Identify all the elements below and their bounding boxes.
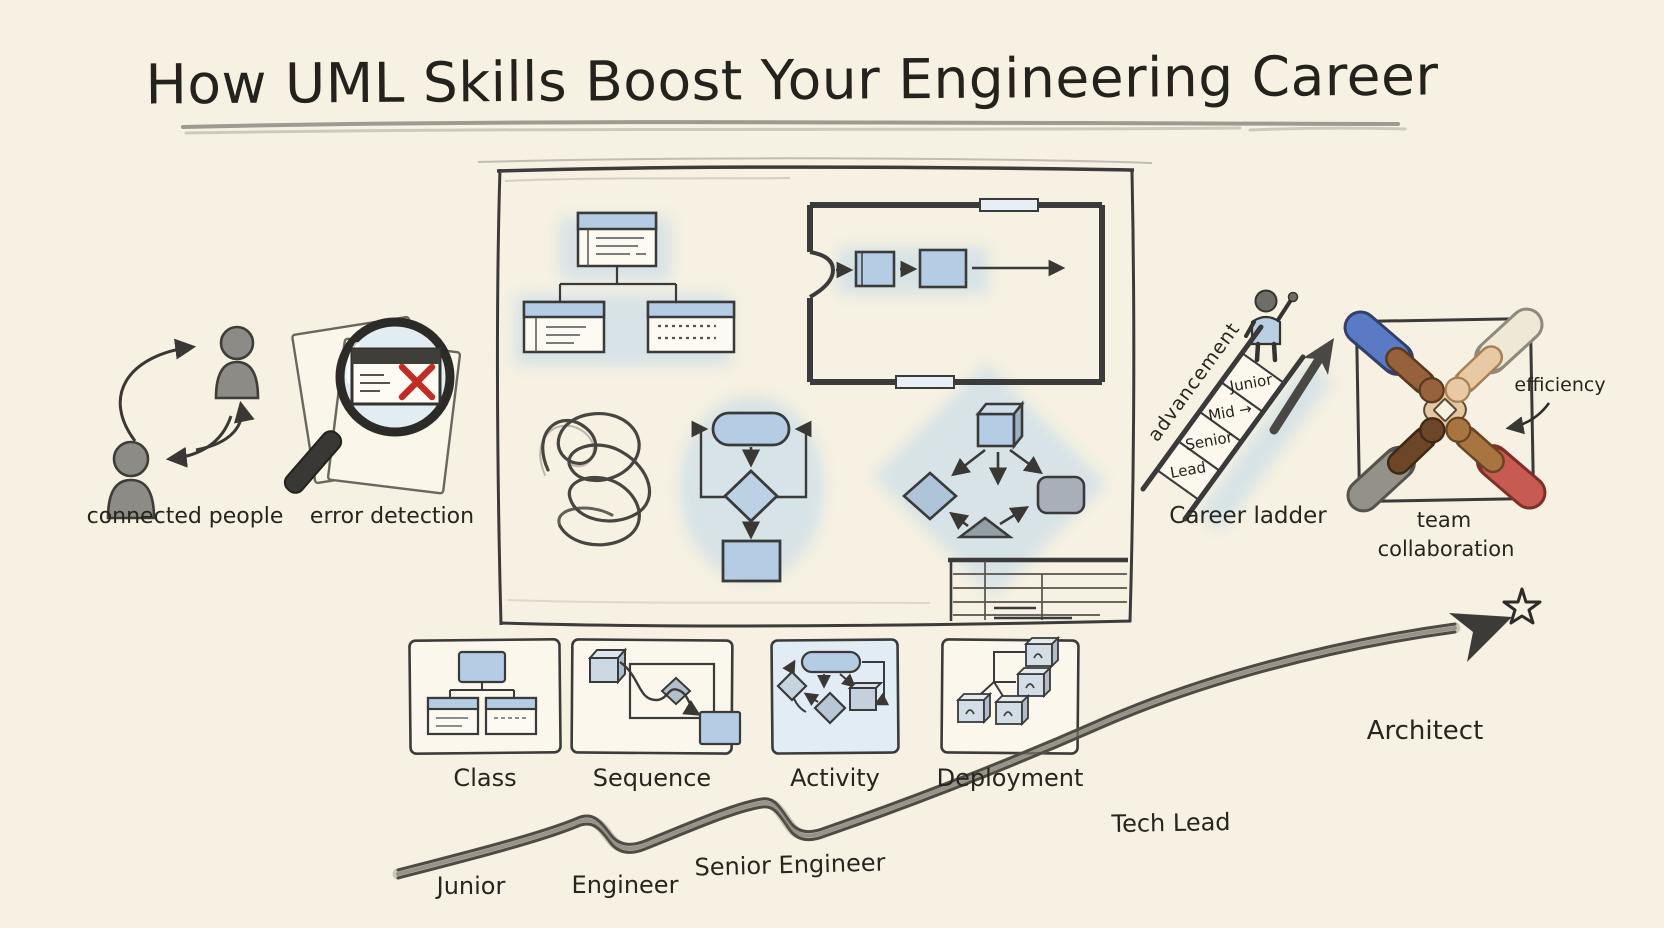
efficiency-arrow <box>1505 402 1551 435</box>
title-underline <box>181 120 1407 135</box>
stage-label-senior-engineer: Senior Engineer <box>694 848 886 882</box>
stage-label-architect: Architect <box>1366 716 1484 746</box>
career-ladder-icon <box>1140 289 1334 522</box>
card-label-sequence: Sequence <box>592 764 712 792</box>
whiteboard-frame <box>477 157 1153 628</box>
career-ladder-label: Career ladder <box>1169 503 1327 529</box>
error-detection-label: error detection <box>309 504 475 529</box>
error-detection-icon <box>283 315 462 495</box>
table-sketch <box>948 557 1128 621</box>
stage-label-tech-lead: Tech Lead <box>1111 807 1231 839</box>
team-label-line2: collaboration <box>1377 537 1515 561</box>
hands <box>1418 376 1472 444</box>
red-x-icon <box>398 363 436 401</box>
error-card <box>350 347 442 406</box>
stage-label-engineer: Engineer <box>571 871 679 899</box>
connected-people-label: connected people <box>86 504 284 529</box>
card-label-class: Class <box>453 764 517 792</box>
page-title: How UML Skills Boost Your Engineering Ca… <box>145 43 1439 117</box>
team-collaboration-icon <box>1343 307 1547 513</box>
team-label-line1: team <box>1416 508 1472 532</box>
efficiency-label: efficiency <box>1514 374 1606 396</box>
diagram-cards <box>408 635 1080 756</box>
card-label-activity: Activity <box>790 764 880 792</box>
class-card-sketch <box>426 650 538 736</box>
stage-label-junior: Junior <box>436 872 506 900</box>
sequence-card-sketch <box>587 647 742 746</box>
scribble-sketch <box>539 412 652 547</box>
class-diagram-sketch <box>522 211 736 354</box>
connected-people-icon <box>106 325 260 520</box>
star-icon <box>1502 587 1542 625</box>
deployment-card-sketch <box>955 635 1061 727</box>
card-label-deployment: Deployment <box>936 764 1084 792</box>
activity-card-sketch <box>776 650 890 725</box>
sequence-frame-sketch <box>807 198 1105 389</box>
activity-flow-sketch <box>691 411 812 583</box>
deployment-nodes-sketch <box>902 400 1086 539</box>
career-path-arrow <box>392 587 1542 880</box>
magnifier-handle <box>283 430 343 494</box>
climbing-figure <box>1244 289 1299 363</box>
